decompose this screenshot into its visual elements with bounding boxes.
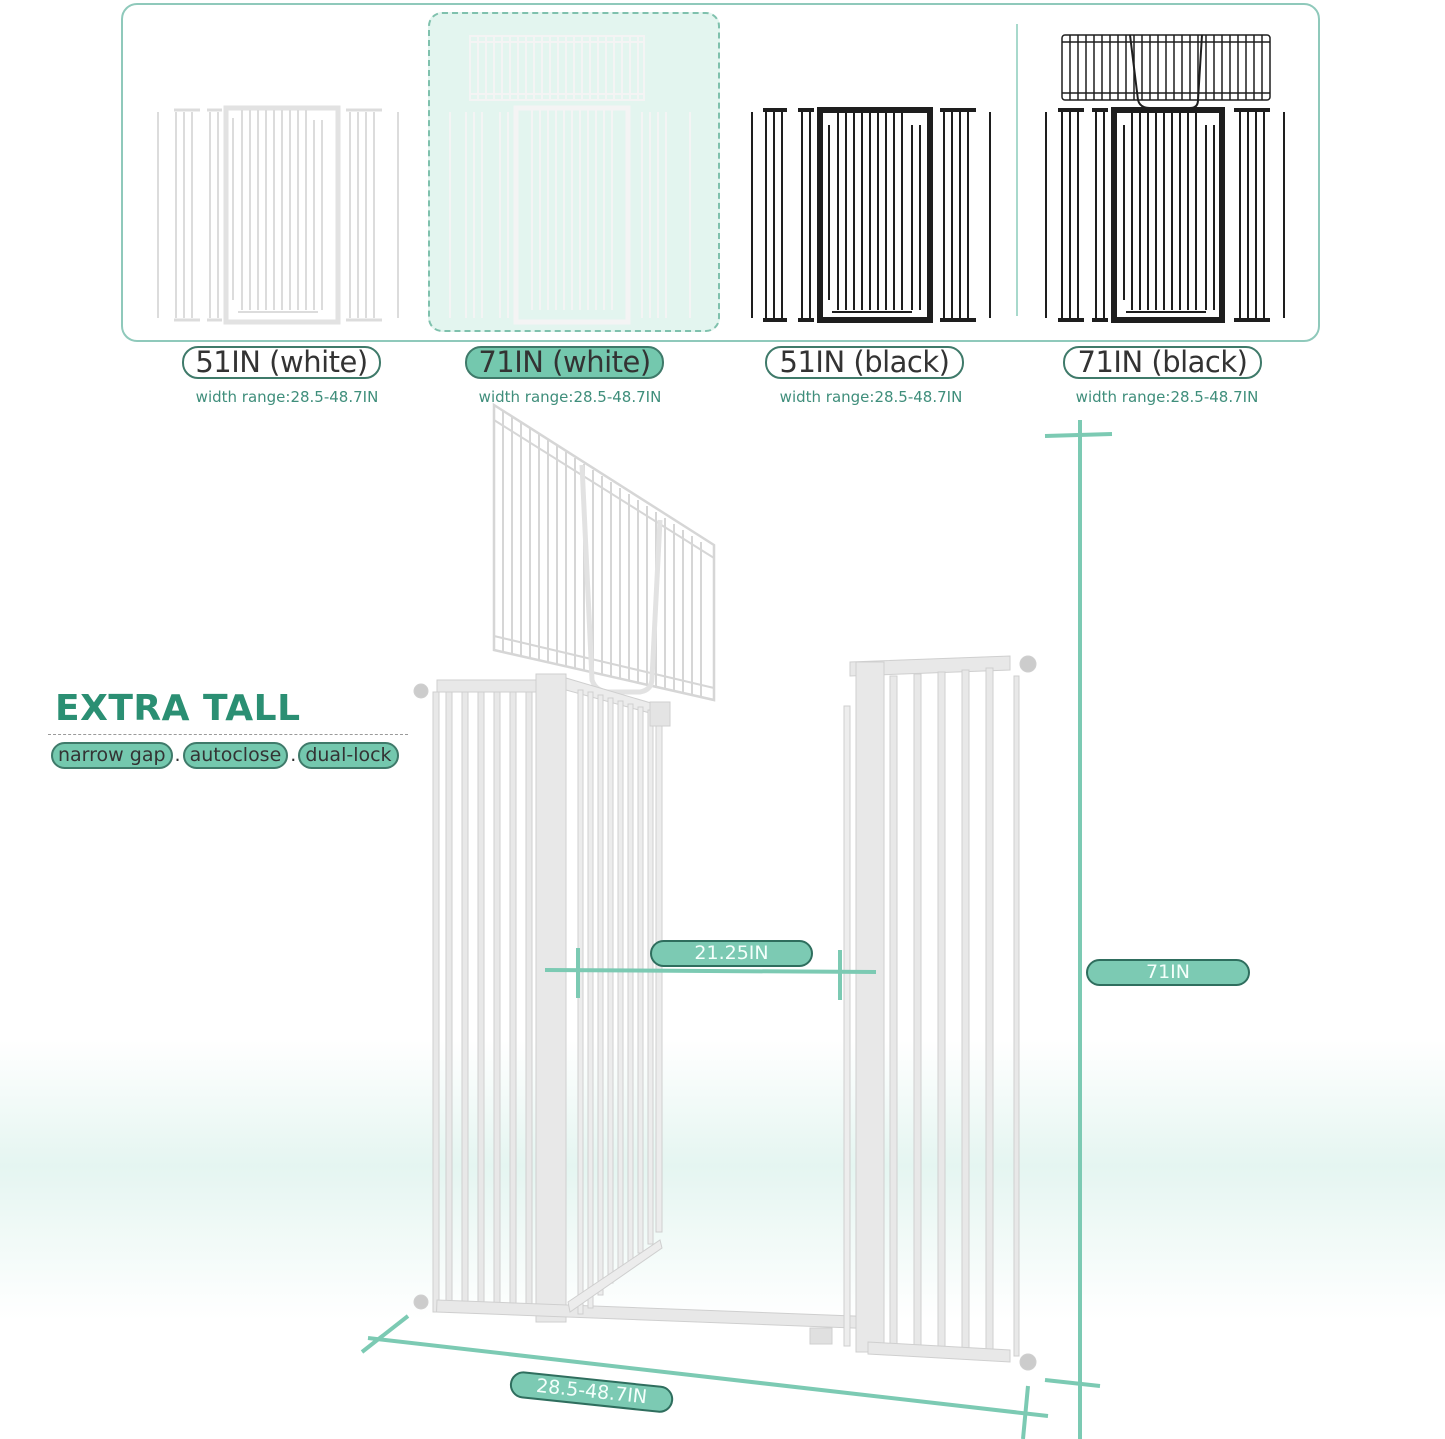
background-gradient bbox=[0, 1040, 1445, 1320]
feature-tags: narrow gap . autoclose . dual-lock bbox=[51, 742, 399, 769]
dimension-label-door-opening: 21.25IN bbox=[650, 940, 813, 967]
gate-swing-door bbox=[565, 677, 671, 1315]
variant-option-51in-black[interactable]: 51IN (black) bbox=[765, 346, 964, 379]
dimension-label-height: 71IN bbox=[1086, 959, 1250, 986]
headline-divider bbox=[48, 734, 408, 735]
extension-topper bbox=[492, 402, 716, 702]
variant-illustration-51in-white[interactable] bbox=[0, 0, 1445, 400]
feature-separator: . bbox=[290, 744, 297, 766]
feature-tag-autoclose: autoclose bbox=[182, 742, 289, 769]
headline-extra-tall: EXTRA TALL bbox=[55, 688, 301, 729]
variant-illustration-51in-black[interactable] bbox=[0, 0, 1445, 400]
variant-width-range: width range:28.5-48.7IN bbox=[478, 388, 662, 406]
gate-right-section bbox=[809, 655, 1037, 1371]
variant-width-range: width range:28.5-48.7IN bbox=[195, 388, 379, 406]
variant-width-range: width range:28.5-48.7IN bbox=[1075, 388, 1259, 406]
variant-illustration-71in-black[interactable] bbox=[0, 0, 1445, 400]
variant-option-51in-white[interactable]: 51IN (white) bbox=[182, 346, 381, 379]
variant-option-71in-black[interactable]: 71IN (black) bbox=[1063, 346, 1262, 379]
variant-width-range: width range:28.5-48.7IN bbox=[779, 388, 963, 406]
gate-left-section bbox=[413, 673, 858, 1329]
variant-illustration-71in-white[interactable] bbox=[0, 0, 1445, 400]
dimension-lines bbox=[360, 420, 1113, 1439]
panel-divider bbox=[1016, 24, 1018, 316]
feature-tag-narrow-gap: narrow gap bbox=[51, 742, 173, 769]
feature-tag-dual-lock: dual-lock bbox=[298, 742, 399, 769]
variant-selector-panel bbox=[121, 3, 1320, 342]
variant-option-71in-white[interactable]: 71IN (white) bbox=[465, 346, 664, 379]
feature-separator: . bbox=[174, 744, 181, 766]
